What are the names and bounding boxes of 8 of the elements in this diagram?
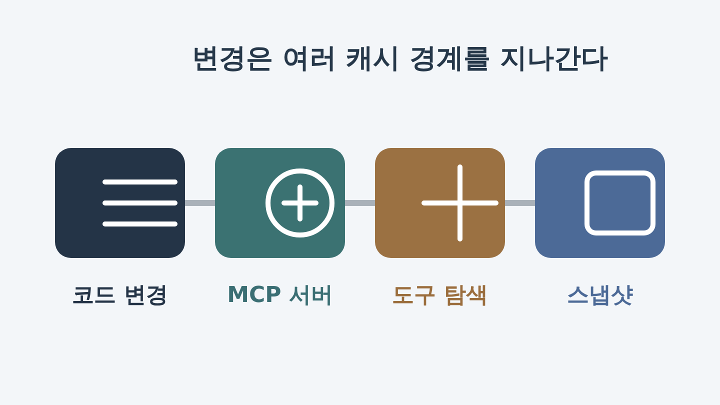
- node-label: MCP 서버: [226, 282, 334, 310]
- node-label: 도구 탐색: [391, 282, 489, 310]
- node-label: 코드 변경: [71, 282, 169, 310]
- connector-line: [505, 200, 535, 206]
- connector-line: [345, 200, 375, 206]
- connector-line: [185, 200, 215, 206]
- node-label: 스냅샷: [566, 282, 634, 310]
- title: 변경은 여러 캐시 경계를 지나간다: [191, 42, 609, 76]
